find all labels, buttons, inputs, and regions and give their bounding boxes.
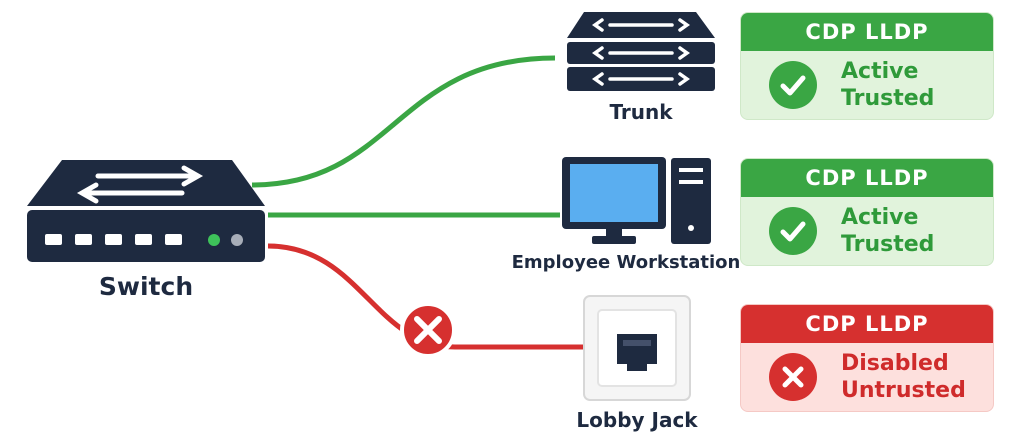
switch-label: Switch bbox=[98, 272, 194, 301]
status-text: Active bbox=[841, 59, 919, 84]
trunk-stack-icon bbox=[567, 12, 715, 91]
workstation-label: Employee Workstation bbox=[511, 252, 741, 273]
protocol-header: CDP LLDP bbox=[741, 159, 993, 197]
protocol-header: CDP LLDP bbox=[741, 305, 993, 343]
protocol-header: CDP LLDP bbox=[741, 13, 993, 51]
lobby-jack-label: Lobby Jack bbox=[576, 408, 698, 432]
trunk-status-card: CDP LLDP Active Trusted bbox=[740, 12, 994, 120]
check-icon bbox=[769, 61, 817, 109]
status-text: Active bbox=[841, 205, 919, 230]
blocked-x-icon bbox=[400, 302, 456, 358]
trunk-label: Trunk bbox=[609, 100, 673, 124]
trust-text: Trusted bbox=[841, 86, 935, 111]
status-text: Disabled bbox=[841, 351, 949, 376]
desktop-computer-icon bbox=[562, 157, 711, 244]
trust-text: Trusted bbox=[841, 232, 935, 257]
check-icon bbox=[769, 207, 817, 255]
lobby-jack-status-card: CDP LLDP Disabled Untrusted bbox=[740, 304, 994, 412]
ethernet-jack-icon bbox=[583, 295, 691, 401]
x-icon bbox=[769, 353, 817, 401]
switch-icon bbox=[27, 160, 265, 262]
workstation-status-card: CDP LLDP Active Trusted bbox=[740, 158, 994, 266]
trust-text: Untrusted bbox=[841, 378, 966, 403]
link-to-trunk bbox=[251, 55, 556, 188]
